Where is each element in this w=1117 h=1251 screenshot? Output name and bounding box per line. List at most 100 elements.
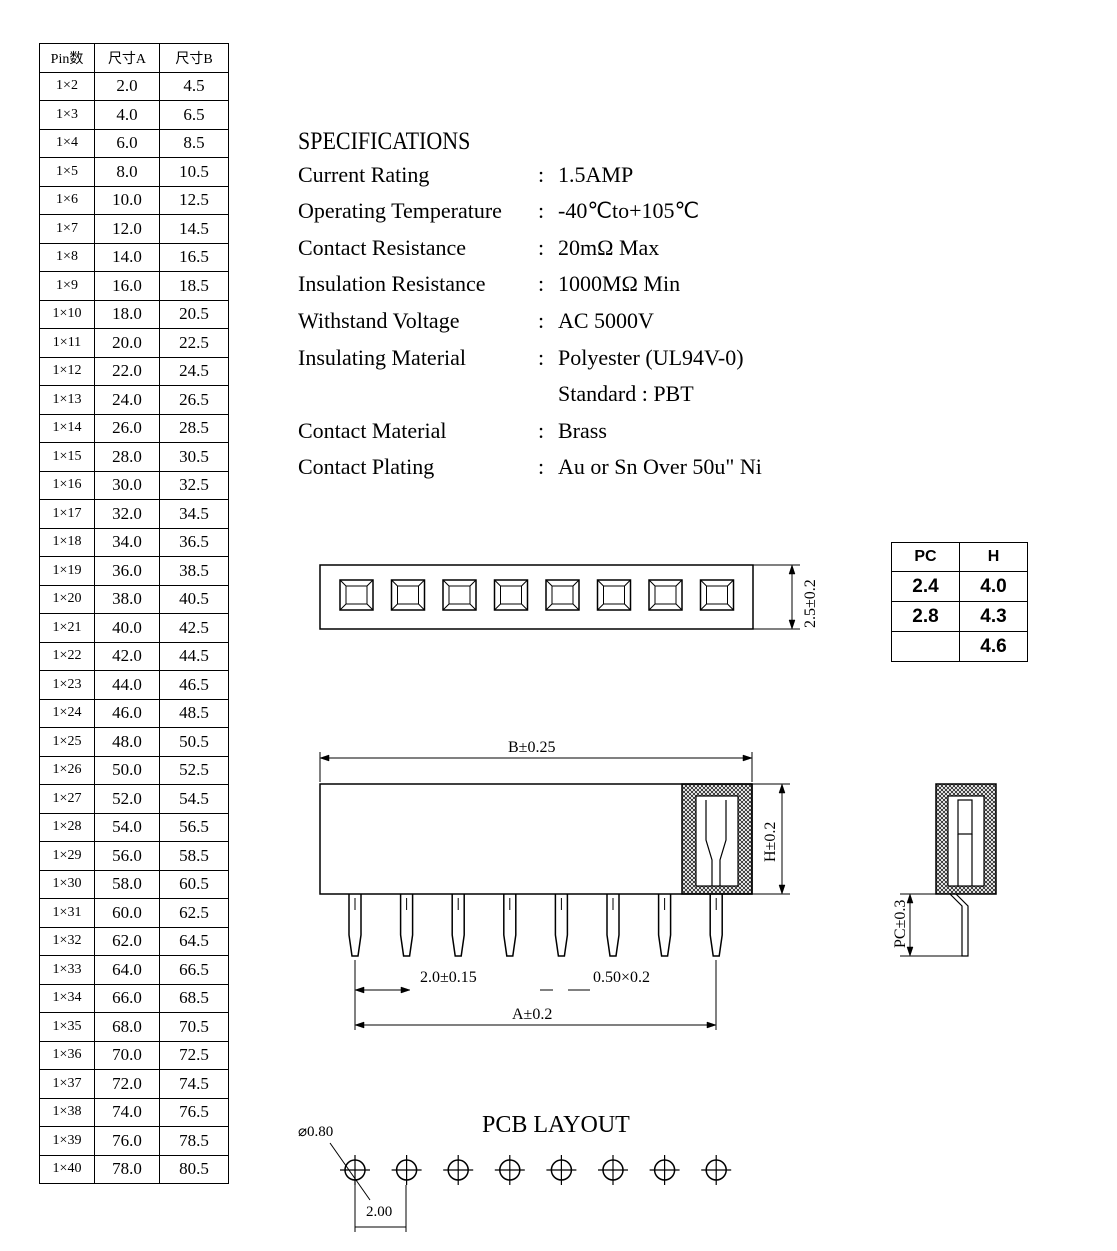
size-a-cell: 16.0 (94, 271, 160, 301)
pin-count-cell: 1×6 (39, 185, 95, 215)
size-b-cell: 38.5 (159, 556, 229, 586)
pin-count-cell: 1×22 (39, 641, 95, 671)
size-a-cell: 6.0 (94, 128, 160, 158)
dim-pitch: 2.0±0.15 (420, 969, 477, 986)
spec-value: -40℃to+105℃ (558, 198, 700, 224)
size-b-cell: 6.5 (159, 100, 229, 130)
size-a-cell: 10.0 (94, 185, 160, 215)
pc-h-row: 4.6 (891, 631, 1028, 662)
size-b-cell: 62.5 (159, 898, 229, 928)
size-b-cell: 64.5 (159, 926, 229, 956)
size-a-cell: 28.0 (94, 442, 160, 472)
header-size-a: 尺寸A (94, 43, 160, 73)
spec-value: Au or Sn Over 50u" Ni (558, 454, 762, 480)
spec-separator: : (538, 234, 545, 260)
pcb-holes (340, 1155, 732, 1185)
contact-hole (339, 579, 374, 611)
dim-h-height: H±0.2 (762, 822, 779, 862)
spec-key: Contact Resistance (298, 234, 467, 260)
pin-count-cell: 1×23 (39, 670, 95, 700)
size-b-cell: 74.5 (159, 1069, 229, 1099)
size-b-cell: 26.5 (159, 385, 229, 415)
spec-key: Insulating Material (298, 344, 467, 370)
top-view-body (319, 564, 754, 630)
pin-count-cell: 1×37 (39, 1069, 95, 1099)
size-a-cell: 12.0 (94, 214, 160, 244)
size-a-cell: 64.0 (94, 955, 160, 985)
spec-value: Polyester (UL94V-0) (558, 344, 744, 370)
spec-value: 1000MΩ Min (558, 271, 681, 297)
h-cell: 4.6 (959, 631, 1028, 662)
spec-value: Standard : PBT (558, 381, 694, 407)
size-b-cell: 34.5 (159, 499, 229, 529)
size-a-cell: 78.0 (94, 1154, 160, 1184)
size-a-cell: 24.0 (94, 385, 160, 415)
size-b-cell: 70.5 (159, 1012, 229, 1042)
dim-a-width: A±0.2 (512, 1006, 552, 1023)
spec-key: Contact Plating (298, 454, 435, 480)
spec-key: Contact Material (298, 417, 447, 443)
pcb-layout (329, 1142, 732, 1232)
contact-hole (545, 579, 580, 611)
header-pin-count: Pin数 (39, 43, 95, 73)
size-b-cell: 68.5 (159, 983, 229, 1013)
pin (657, 894, 672, 957)
spec-key: Insulation Resistance (298, 271, 486, 297)
pin-count-cell: 1×9 (39, 271, 95, 301)
pin-count-cell: 1×15 (39, 442, 95, 472)
dim-b-width: B±0.25 (508, 739, 555, 756)
spec-value: 20mΩ Max (558, 234, 660, 260)
size-b-cell: 48.5 (159, 698, 229, 728)
size-b-cell: 42.5 (159, 613, 229, 643)
size-a-cell: 8.0 (94, 157, 160, 187)
pin-count-cell: 1×4 (39, 128, 95, 158)
size-a-cell: 32.0 (94, 499, 160, 529)
size-b-cell: 30.5 (159, 442, 229, 472)
pin-count-cell: 1×14 (39, 413, 95, 443)
spec-row: Current Rating:1.5AMP (298, 157, 762, 194)
pin (451, 894, 465, 957)
size-b-cell: 4.5 (159, 71, 229, 101)
size-b-cell: 72.5 (159, 1040, 229, 1070)
spec-value: AC 5000V (558, 307, 654, 333)
size-a-cell: 50.0 (94, 755, 160, 785)
size-b-cell: 8.5 (159, 128, 229, 158)
size-a-cell: 70.0 (94, 1040, 160, 1070)
spec-key: Current Rating (298, 161, 430, 187)
size-a-cell: 46.0 (94, 698, 160, 728)
pin-count-cell: 1×3 (39, 100, 95, 130)
contact-hole (442, 579, 477, 611)
size-a-cell: 68.0 (94, 1012, 160, 1042)
contact-hole (493, 579, 529, 611)
pin-count-cell: 1×19 (39, 556, 95, 586)
size-b-cell: 18.5 (159, 271, 229, 301)
contact-hole (390, 579, 426, 611)
pin-table-header: Pin数 尺寸A 尺寸B (39, 43, 229, 73)
spec-row: Contact Resistance:20mΩ Max (298, 230, 762, 267)
pc-cell: 2.4 (891, 571, 960, 602)
front-pins (348, 894, 723, 957)
size-a-cell: 72.0 (94, 1069, 160, 1099)
pc-h-header: PC H (891, 542, 1028, 572)
